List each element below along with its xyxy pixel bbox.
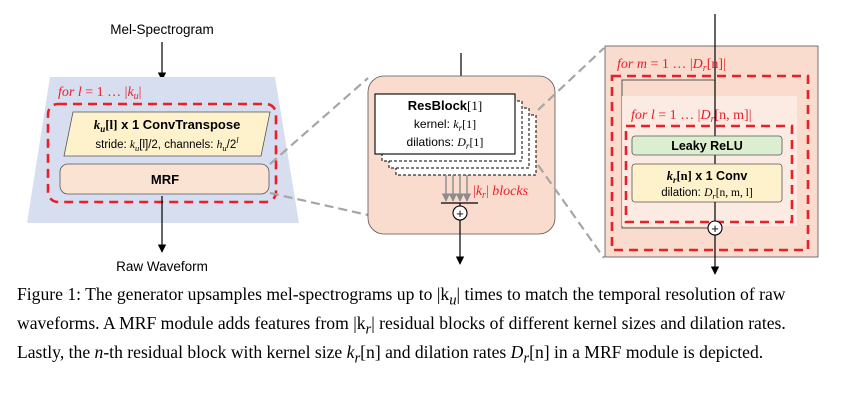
convtranspose-title: ku[l] x 1 ConvTranspose xyxy=(94,117,241,134)
resblock-detail-panel: for m = 1 … |Dr[n]| for l = 1 … |Dr[n, m… xyxy=(604,14,819,275)
mrf-label: MRF xyxy=(151,172,179,187)
zoom-line-lower-left xyxy=(269,191,369,217)
resblock-title: ResBlock[1] xyxy=(408,98,482,113)
mrf-sum-symbol: + xyxy=(456,206,464,221)
outer-loop-dashed-box xyxy=(610,74,810,252)
conv-block xyxy=(631,163,783,203)
zoom-line-upper-left xyxy=(269,77,369,165)
generator-loop-label: for l = 1 … |ku| xyxy=(58,85,141,102)
leaky-relu-label: Leaky ReLU xyxy=(671,139,743,153)
mrf-block xyxy=(59,163,270,195)
convtranspose-params: stride: ku[l]/2, channels: hu/2l xyxy=(95,135,239,153)
output-label: Raw Waveform xyxy=(116,259,208,274)
zoom-line-lower-right xyxy=(537,164,605,259)
zoom-line-upper-right xyxy=(537,47,605,111)
outer-loop-label: for m = 1 … |Dr[n]| xyxy=(617,57,726,74)
input-label: Mel-Spectrogram xyxy=(110,22,214,37)
blocks-label: |kr| blocks xyxy=(473,184,529,201)
conv-title: kr[n] x 1 Conv xyxy=(667,169,748,185)
detail-sum-symbol: + xyxy=(711,221,719,236)
resblock-dilations: dilations: Dr[1] xyxy=(407,135,484,151)
mrf-module-panel: ResBlock[1] kernel: kr[1] dilations: Dr[… xyxy=(367,53,556,265)
leaky-relu-block xyxy=(631,135,783,156)
inner-loop-dashed-box xyxy=(624,124,794,224)
conv-dilation: dilation: Dr[n, m, l] xyxy=(661,187,753,201)
inner-loop-label: for l = 1 … |Dr[n, m]| xyxy=(631,108,752,125)
figure-caption: Figure 1: The generator upsamples mel-sp… xyxy=(17,284,786,367)
resblock-1 xyxy=(374,93,516,155)
generator-panel: Mel-Spectrogram for l = 1 … |ku| ku[l] x… xyxy=(27,22,299,274)
inner-loop-background xyxy=(622,96,797,226)
resblock-kernel: kernel: kr[1] xyxy=(414,117,476,133)
convtranspose-block xyxy=(63,111,271,157)
